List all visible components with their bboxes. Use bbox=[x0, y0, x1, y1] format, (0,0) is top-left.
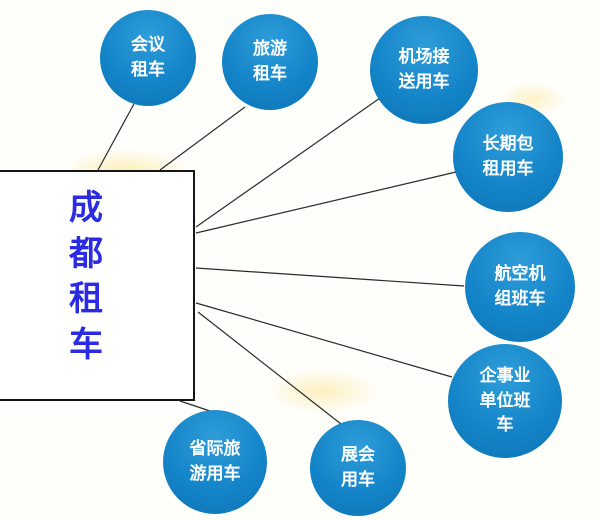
node-airport-transfer: 机场接 送用车 bbox=[370, 16, 478, 124]
node-flight-crew-shuttle: 航空机 组班车 bbox=[465, 232, 575, 342]
node-interprovincial-tour: 省际旅 游用车 bbox=[163, 410, 267, 514]
connector-line bbox=[97, 101, 136, 171]
node-long-term-lease: 长期包 租用车 bbox=[453, 102, 563, 212]
node-enterprise-shuttle: 企事业 单位班 车 bbox=[448, 344, 562, 458]
connector-line bbox=[195, 97, 381, 228]
node-conference-rental: 会议 租车 bbox=[100, 10, 196, 106]
center-box: 成 都 租 车 bbox=[0, 170, 195, 401]
connector-line bbox=[195, 302, 453, 378]
connector-line bbox=[195, 171, 457, 234]
center-title: 成 都 租 车 bbox=[69, 188, 103, 365]
connector-line bbox=[195, 267, 465, 287]
connector-line bbox=[197, 311, 342, 425]
node-exhibition-car: 展会 用车 bbox=[310, 420, 406, 516]
node-tour-rental: 旅游 租车 bbox=[222, 14, 318, 110]
connector-line bbox=[159, 106, 246, 171]
